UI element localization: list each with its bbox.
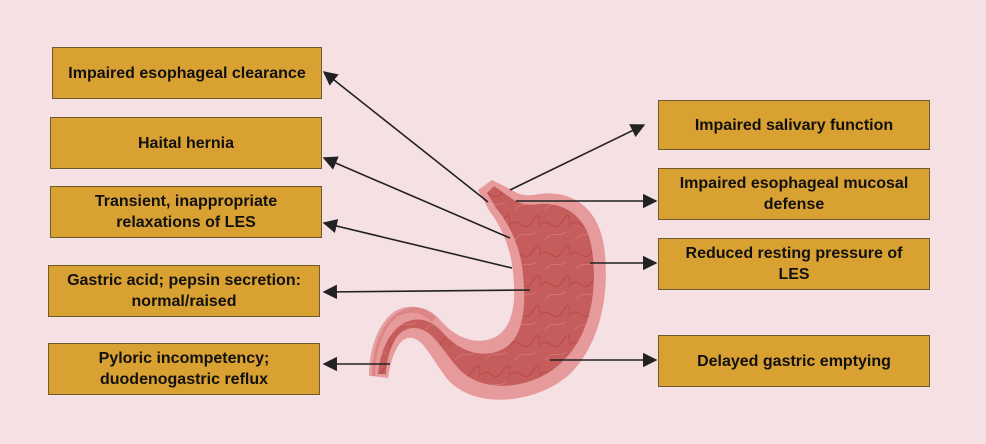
label-impaired-esophageal-clearance: Impaired esophageal clearance [52,47,322,99]
connector-arrows [322,71,658,372]
arrow-impaired-esophageal-clearance [322,71,489,203]
arrow-haital-hernia [322,156,511,239]
arrow-impaired-salivary [509,124,646,191]
stomach-rugae-texture [378,186,594,386]
label-reduced-resting-pressure-les: Reduced resting pressure of LES [658,238,930,290]
label-pyloric-incompetency: Pyloric incompetency; duodenogastric ref… [48,343,320,395]
label-gastric-acid-pepsin: Gastric acid; pepsin secretion: normal/r… [48,265,320,317]
duodenum [369,306,437,377]
label-impaired-mucosal-defense: Impaired esophageal mucosal defense [658,168,930,220]
arrow-transient-relaxations [322,219,513,269]
stomach-illustration [369,180,606,400]
arrow-gastric-acid [322,284,531,300]
label-transient-relaxations-les: Transient, inappropriate relaxations of … [50,186,322,238]
label-haital-hernia: Haital hernia [50,117,322,169]
label-impaired-salivary-function: Impaired salivary function [658,100,930,150]
label-delayed-gastric-emptying: Delayed gastric emptying [658,335,930,387]
